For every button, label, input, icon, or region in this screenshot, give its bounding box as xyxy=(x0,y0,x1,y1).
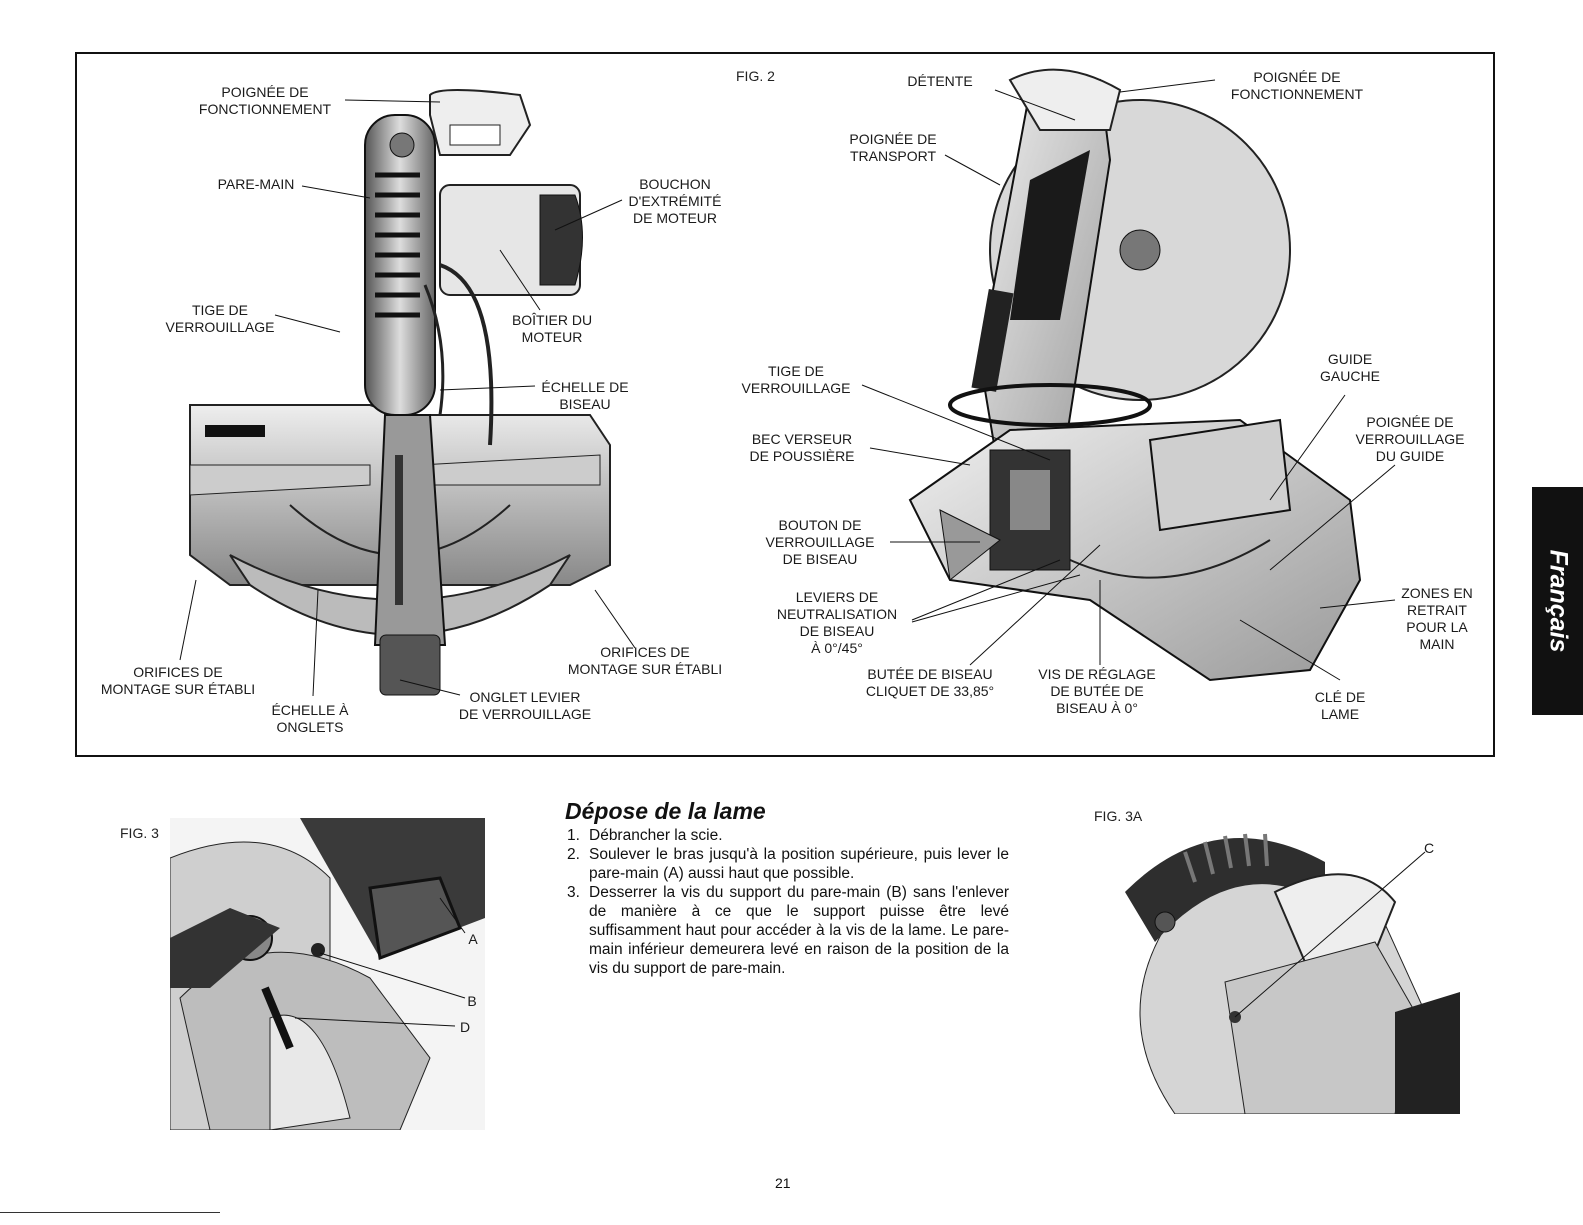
label-poignee-fonctionnement-right: POIGNÉE DE FONCTIONNEMENT xyxy=(1230,69,1364,102)
fig3a-callout-c: C xyxy=(1423,840,1435,856)
step-item: 2. Soulever le bras jusqu'à la position s… xyxy=(567,845,1009,883)
fig3-callout-d: D xyxy=(459,1019,471,1035)
label-cle-lame: CLÉ DE LAME xyxy=(1314,689,1366,722)
figure-2-leader-lines xyxy=(179,79,1396,697)
label-poignee-fonctionnement-left: POIGNÉE DE FONCTIONNEMENT xyxy=(198,84,332,117)
label-orifices-montage-right: ORIFICES DE MONTAGE SUR ÉTABLI xyxy=(567,644,723,677)
label-poignee-transport: POIGNÉE DE TRANSPORT xyxy=(849,131,937,164)
label-echelle-onglets: ÉCHELLE À ONGLETS xyxy=(271,702,349,735)
label-leviers-neutralisation: LEVIERS DE NEUTRALISATION DE BISEAU À 0°… xyxy=(776,589,898,656)
label-bec-verseur: BEC VERSEUR DE POUSSIÈRE xyxy=(749,431,855,464)
step-number: 2. xyxy=(567,846,580,863)
page-number: 21 xyxy=(775,1175,791,1191)
label-tige-verrouillage-right: TIGE DE VERROUILLAGE xyxy=(741,363,851,396)
label-detente: DÉTENTE xyxy=(907,73,973,89)
miter-saw-angled-illustration xyxy=(908,68,1362,682)
label-bouchon-moteur: BOUCHON D'EXTRÉMITÉ DE MOTEUR xyxy=(628,176,722,226)
label-butee-biseau: BUTÉE DE BISEAU CLIQUET DE 33,85° xyxy=(865,666,995,699)
label-orifices-montage-left: ORIFICES DE MONTAGE SUR ÉTABLI xyxy=(100,664,256,697)
figure-3-illustration xyxy=(170,818,485,1130)
fig3-label: FIG. 3 xyxy=(120,825,159,841)
steps-list: 1. Débrancher la scie. 2. Soulever le bras… xyxy=(567,826,1009,978)
label-echelle-biseau: ÉCHELLE DE BISEAU xyxy=(541,379,629,412)
step-number: 3. xyxy=(567,884,580,901)
miter-saw-front-illustration xyxy=(189,89,611,696)
label-vis-reglage: VIS DE RÉGLAGE DE BUTÉE DE BISEAU À 0° xyxy=(1038,666,1156,716)
figure-2-frame xyxy=(75,52,1495,757)
label-guide-gauche: GUIDE GAUCHE xyxy=(1320,351,1380,384)
section-title: Dépose de la lame xyxy=(565,798,766,824)
language-tab-label: Français xyxy=(1544,549,1572,653)
label-onglet-levier: ONGLET LEVIER DE VERROUILLAGE xyxy=(458,689,592,722)
step-item: 1. Débrancher la scie. xyxy=(567,826,1009,845)
label-boitier-moteur: BOÎTIER DU MOTEUR xyxy=(511,312,593,345)
fig3a-label: FIG. 3A xyxy=(1094,808,1143,824)
label-poignee-verrouillage-guide: POIGNÉE DE VERROUILLAGE DU GUIDE xyxy=(1355,414,1465,464)
fig3-callout-a: A xyxy=(468,931,478,947)
label-pare-main: PARE-MAIN xyxy=(217,176,295,192)
step-text: Desserrer la vis du support du pare-main… xyxy=(589,884,1009,977)
fig3-callout-b: B xyxy=(467,993,477,1009)
label-tige-verrouillage-left: TIGE DE VERROUILLAGE xyxy=(165,302,275,335)
language-tab: Français xyxy=(1532,487,1583,715)
step-text: Soulever le bras jusqu'à la position sup… xyxy=(589,846,1009,882)
label-zones-retrait: ZONES EN RETRAIT POUR LA MAIN xyxy=(1401,585,1473,652)
step-text: Débrancher la scie. xyxy=(589,827,723,844)
step-item: 3. Desserrer la vis du support du pare-ma… xyxy=(567,883,1009,978)
fig2-label: FIG. 2 xyxy=(736,68,775,84)
step-number: 1. xyxy=(567,827,580,844)
label-bouton-verrouillage-biseau: BOUTON DE VERROUILLAGE DE BISEAU xyxy=(765,517,875,567)
footer-rule xyxy=(0,1212,220,1213)
figure-3a-illustration xyxy=(1125,833,1460,1114)
